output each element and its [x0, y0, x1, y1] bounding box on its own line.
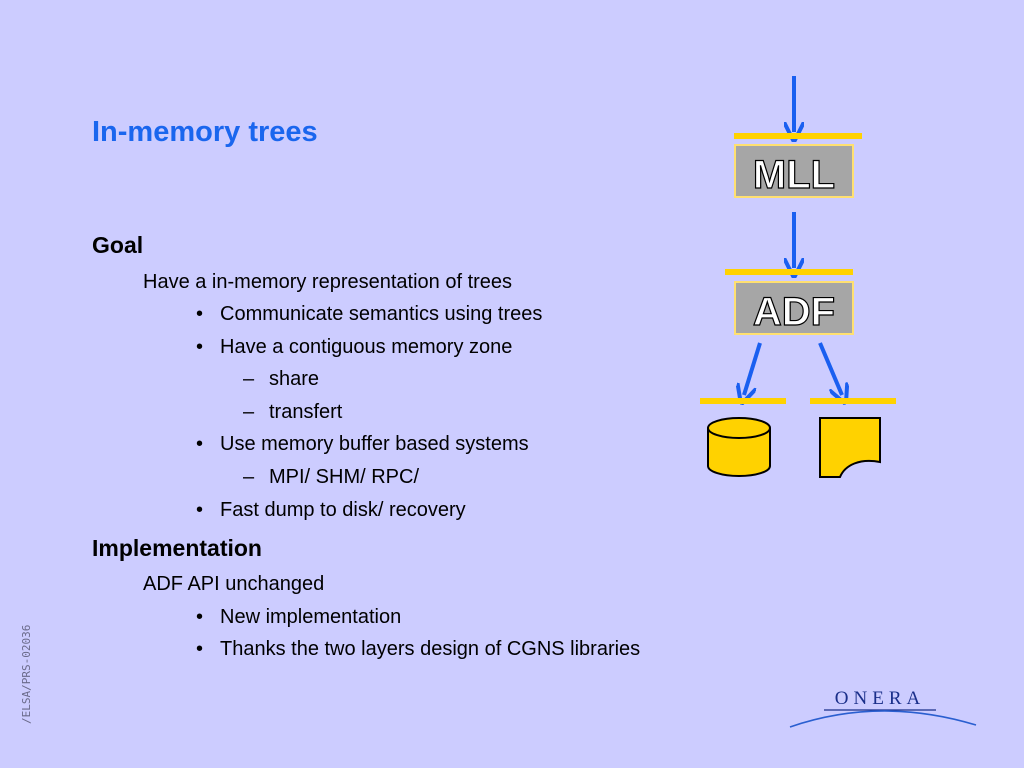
impl-heading: Implementation — [92, 535, 262, 561]
goal-bullet-3: • Use memory buffer based systems — [196, 433, 529, 456]
onera-logo-text: ONERA — [835, 688, 925, 709]
dash-marker: – — [243, 368, 255, 390]
mll-box: MLL — [734, 144, 854, 198]
goal-sub-mpi: –MPI/ SHM/ RPC/ — [243, 466, 419, 489]
bullet-marker: • — [196, 499, 204, 521]
layers-diagram: MLL ADF — [700, 76, 896, 478]
dash-marker: – — [243, 466, 255, 488]
impl-bullet-1: • New implementation — [196, 606, 401, 629]
impl-bullet-1-text: New implementation — [220, 606, 402, 628]
memory-bar — [700, 398, 786, 404]
impl-lead: ADF API unchanged — [143, 573, 325, 595]
mll-label: MLL — [753, 153, 835, 197]
goal-bullet-2-text: Have a contiguous memory zone — [220, 336, 513, 358]
goal-bullet-4: • Fast dump to disk/ recovery — [196, 499, 466, 522]
goal-bullet-1-text: Communicate semantics using trees — [220, 303, 543, 325]
bullet-marker: • — [196, 433, 204, 455]
goal-bullet-3-text: Use memory buffer based systems — [220, 433, 529, 455]
bullet-marker: • — [196, 606, 204, 628]
dash-marker: – — [243, 401, 255, 423]
onera-logo-swoosh — [789, 710, 977, 728]
goal-bullet-1: • Communicate semantics using trees — [196, 303, 542, 326]
goal-sub-share-text: share — [269, 368, 320, 390]
file-document-icon — [819, 417, 881, 478]
adf-bar — [725, 269, 853, 275]
impl-bullet-2: • Thanks the two layers design of CGNS li… — [196, 638, 640, 661]
onera-logo: ONERA — [789, 688, 977, 728]
goal-bullet-4-text: Fast dump to disk/ recovery — [220, 499, 466, 521]
goal-sub-share: –share — [243, 368, 319, 391]
bullet-marker: • — [196, 336, 204, 358]
document-reference-text: /ELSA/PRS-02036 — [20, 625, 33, 724]
goal-sub-transfert-text: transfert — [269, 401, 343, 423]
goal-sub-transfert: –transfert — [243, 401, 342, 424]
goal-heading: Goal — [92, 232, 144, 258]
arrow-adf-to-memory — [744, 342, 762, 395]
bullet-marker: • — [196, 638, 204, 660]
adf-box: ADF — [734, 281, 854, 335]
arrow-adf-to-file — [818, 342, 842, 395]
bullet-marker: • — [196, 303, 204, 325]
impl-bullet-2-text: Thanks the two layers design of CGNS lib… — [220, 638, 641, 660]
goal-bullet-2: • Have a contiguous memory zone — [196, 336, 512, 359]
mll-bar — [734, 133, 862, 139]
goal-lead: Have a in-memory representation of trees — [143, 271, 513, 293]
document-reference: /ELSA/PRS-02036 — [20, 625, 33, 724]
slide-title: In-memory trees — [92, 116, 318, 148]
adf-label: ADF — [753, 290, 835, 334]
file-bar — [810, 398, 896, 404]
memory-cylinder-icon — [707, 417, 771, 477]
goal-sub-mpi-text: MPI/ SHM/ RPC/ — [269, 466, 420, 488]
